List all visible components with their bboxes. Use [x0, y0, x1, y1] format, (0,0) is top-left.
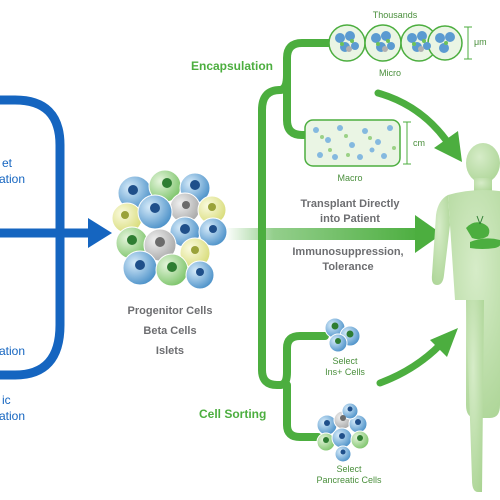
left-bottom-label-line1: ation — [0, 344, 26, 358]
pancreas-organ — [466, 215, 500, 249]
select-pancreatic-label-line2: Pancreatic Cells — [316, 475, 382, 485]
curved-arrow-upper — [374, 89, 450, 144]
cell-sorting-title: Cell Sorting — [199, 407, 267, 421]
blue-arrow-head — [88, 218, 112, 248]
ins-cell-nuclei — [331, 322, 354, 344]
left-top-label-line2: ation — [0, 172, 26, 186]
macro-unit-label: cm — [413, 138, 425, 148]
left-top-label-line1: et — [2, 156, 13, 170]
left-bottom-label-line2: ic — [2, 393, 11, 407]
main-green-arrow-shaft — [225, 228, 420, 240]
human-body-figure — [431, 143, 500, 492]
transplant-label-line2: into Patient — [320, 213, 380, 225]
cells-label-progenitor: Progenitor Cells — [127, 305, 213, 317]
cells-label-islets: Islets — [155, 345, 185, 357]
micro-unit-label: μm — [474, 37, 487, 47]
select-ins-label-line2: Ins+ Cells — [325, 367, 365, 377]
left-bottom-label-line3: ation — [0, 409, 26, 423]
immuno-label-line1: Immunosuppression, — [292, 246, 404, 258]
macro-scale-bracket — [403, 121, 411, 165]
green-branch-lines — [258, 39, 336, 441]
immuno-label-line2: Tolerance — [322, 261, 374, 273]
thousands-label: Thousands — [372, 10, 418, 20]
curved-arrow-upper-head — [434, 131, 462, 162]
select-ins-label-line1: Select — [332, 356, 358, 366]
curved-arrow-lower-head — [430, 328, 458, 357]
macro-label: Macro — [337, 173, 363, 183]
ins-cell-cluster — [324, 317, 361, 353]
cells-label-beta: Beta Cells — [143, 325, 197, 337]
select-pancreatic-label-line1: Select — [336, 464, 362, 474]
cell-nuclei — [121, 178, 217, 276]
micro-label: Micro — [379, 68, 401, 78]
macro-capsule — [304, 119, 401, 167]
transplant-label-line1: Transplant Directly — [300, 198, 400, 210]
blue-loop — [0, 95, 95, 380]
main-green-arrow-head — [415, 215, 442, 253]
pancreatic-cell-nuclei — [323, 406, 363, 455]
curved-arrow-lower — [376, 341, 444, 387]
micro-capsules — [328, 24, 463, 62]
encapsulation-title: Encapsulation — [191, 59, 274, 73]
micro-scale-bracket — [464, 26, 472, 60]
